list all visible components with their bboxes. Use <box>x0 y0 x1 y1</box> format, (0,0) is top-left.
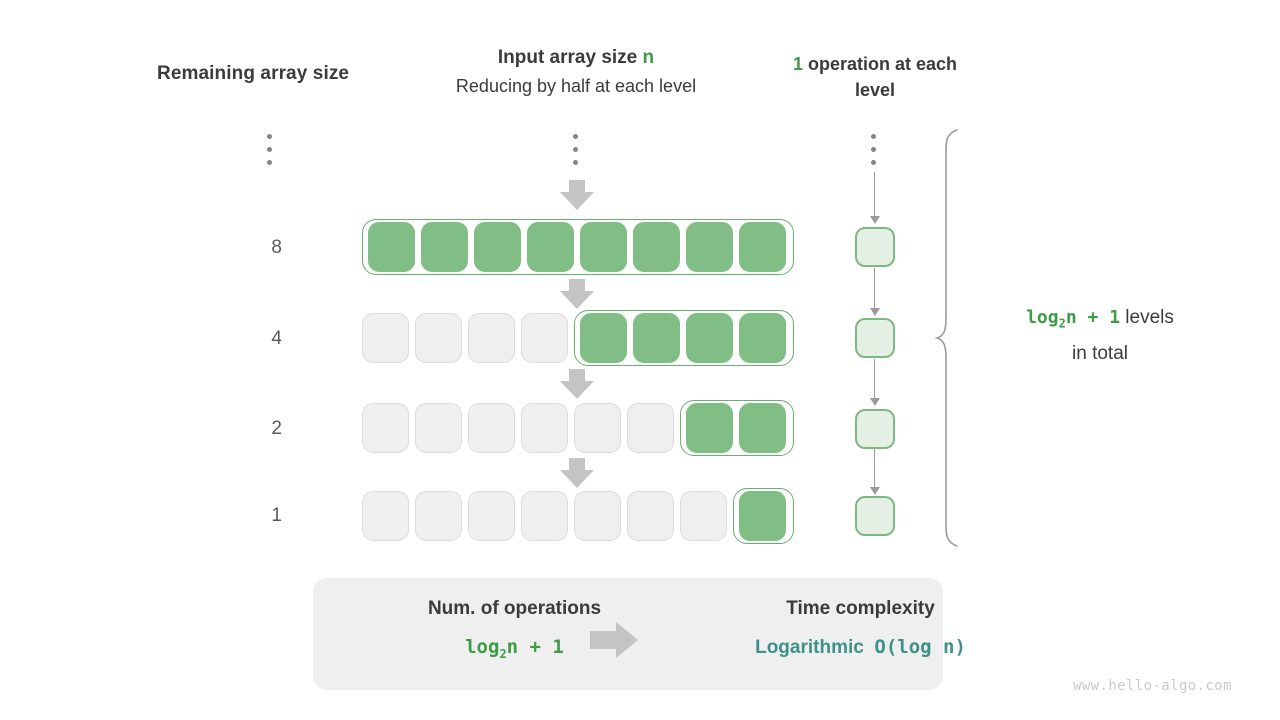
down-arrow-icon-to-level-2 <box>560 369 594 399</box>
summary-complexity-value: Logarithmic O(log n) <box>683 636 1038 659</box>
ellipsis-dots-array-column <box>573 134 581 173</box>
array-row-level-8 <box>362 219 794 275</box>
header-input-array-size-subtitle: Reducing by half at each level <box>455 76 697 96</box>
header-input-array-size: Input array size n Reducing by half at e… <box>406 47 746 97</box>
array-cell[interactable] <box>521 313 568 363</box>
summary-complexity-word: Logarithmic <box>755 637 864 658</box>
array-cell[interactable] <box>574 403 621 453</box>
header-remaining-array-size: Remaining array size <box>157 63 350 84</box>
down-arrow-icon-to-level-8 <box>560 180 594 210</box>
highlight-box-level-8 <box>362 219 794 275</box>
arrow-head-icon-top <box>870 216 880 224</box>
connector-line-4-to-2 <box>874 359 876 404</box>
summary-panel: Num. of operations log2n + 1 Time comple… <box>313 578 966 690</box>
array-cell[interactable] <box>686 403 733 453</box>
array-cell[interactable] <box>468 403 515 453</box>
summary-operations-title: Num. of operations <box>427 598 602 619</box>
array-cell[interactable] <box>415 313 462 363</box>
arrow-head-icon-8-to-4 <box>870 308 880 316</box>
array-cell[interactable] <box>521 491 568 541</box>
array-cell[interactable] <box>627 491 674 541</box>
level-label-4: 4 <box>271 328 282 349</box>
connector-line-2-to-1 <box>874 449 876 493</box>
operation-box-level-4[interactable] <box>855 318 895 358</box>
array-cell[interactable] <box>680 491 727 541</box>
operation-box-level-1[interactable] <box>855 496 895 536</box>
watermark: www.hello-algo.com <box>1073 678 1232 694</box>
summary-complexity-column: Time complexity Logarithmic O(log n) <box>683 598 1038 659</box>
array-cell[interactable] <box>633 222 680 272</box>
connector-line-8-to-4 <box>874 268 876 314</box>
summary-operations-value: log2n + 1 <box>465 636 564 661</box>
levels-total-annotation: log2n + 1 levels in total <box>975 303 1225 368</box>
array-cell[interactable] <box>362 403 409 453</box>
header-operations-text: operation at each level <box>802 54 958 100</box>
summary-operations-column: Num. of operations log2n + 1 <box>343 598 686 661</box>
right-arrow-icon <box>590 622 642 658</box>
array-cell[interactable] <box>580 313 627 363</box>
array-cell[interactable] <box>368 222 415 272</box>
array-cell[interactable] <box>574 491 621 541</box>
summary-complexity-code: O(log n) <box>874 636 966 658</box>
highlight-box-level-1 <box>733 488 794 544</box>
array-cell[interactable] <box>362 313 409 363</box>
array-cell[interactable] <box>521 403 568 453</box>
array-cell[interactable] <box>739 491 786 541</box>
array-row-level-4 <box>362 310 794 366</box>
summary-complexity-title: Time complexity <box>786 598 935 619</box>
array-cell[interactable] <box>527 222 574 272</box>
array-row-level-1 <box>362 488 794 544</box>
header-input-array-size-text: Input array size <box>497 47 643 68</box>
level-label-2: 2 <box>271 418 282 439</box>
operation-box-level-2[interactable] <box>855 409 895 449</box>
operation-box-level-8[interactable] <box>855 227 895 267</box>
array-cell[interactable] <box>415 403 462 453</box>
array-cell[interactable] <box>633 313 680 363</box>
arrow-head-icon-4-to-2 <box>870 398 880 406</box>
array-cell[interactable] <box>468 491 515 541</box>
array-cell[interactable] <box>468 313 515 363</box>
array-cell[interactable] <box>362 491 409 541</box>
array-cell[interactable] <box>739 403 786 453</box>
arrow-head-icon-2-to-1 <box>870 487 880 495</box>
highlight-box-level-4 <box>574 310 794 366</box>
array-row-level-2 <box>362 400 794 456</box>
levels-annotation-line1: levels <box>1120 307 1174 328</box>
array-cell[interactable] <box>686 313 733 363</box>
array-cell[interactable] <box>474 222 521 272</box>
array-cell[interactable] <box>627 403 674 453</box>
curly-brace-icon <box>934 128 969 553</box>
ellipsis-dots-left-column <box>267 134 275 173</box>
header-operations-count: 1 <box>792 54 803 74</box>
array-cell[interactable] <box>580 222 627 272</box>
level-label-8: 8 <box>271 237 282 258</box>
down-arrow-icon-to-level-4 <box>560 279 594 309</box>
ellipsis-dots-operations-column <box>871 134 879 173</box>
array-cell[interactable] <box>686 222 733 272</box>
array-cell[interactable] <box>739 313 786 363</box>
highlight-box-level-2 <box>680 400 794 456</box>
levels-annotation-line2: in total <box>1072 342 1128 364</box>
header-operations-per-level: 1 operation at each level <box>790 51 960 103</box>
level-label-1: 1 <box>271 505 282 526</box>
array-cell[interactable] <box>739 222 786 272</box>
levels-formula: log2n + 1 <box>1026 307 1121 331</box>
down-arrow-icon-to-level-1 <box>560 458 594 488</box>
array-cell[interactable] <box>415 491 462 541</box>
array-cell[interactable] <box>421 222 468 272</box>
connector-line-top <box>874 172 876 220</box>
header-input-array-size-var: n <box>642 47 655 68</box>
